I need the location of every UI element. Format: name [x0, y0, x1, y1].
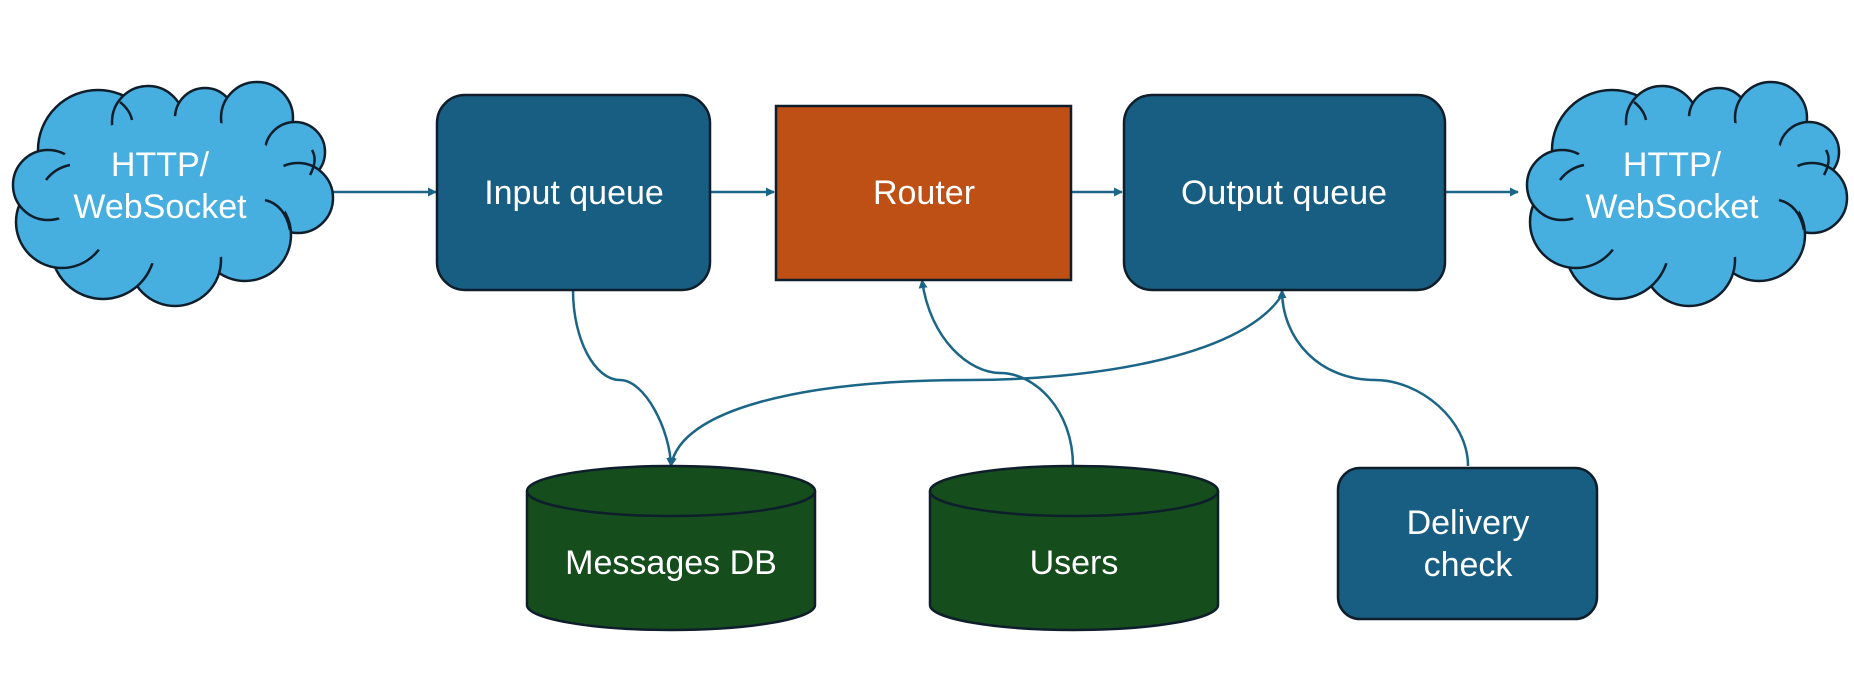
input-queue-label: Input queue	[484, 174, 664, 212]
router-node: Router	[774, 104, 1073, 282]
output-queue-label: Output queue	[1181, 174, 1387, 212]
sink-cloud-label-line1: HTTP/	[1623, 146, 1722, 184]
delivery-check-label-line1: Delivery	[1407, 504, 1530, 542]
sink-cloud-label-line2: WebSocket	[1585, 188, 1759, 226]
delivery-check-label-line2: check	[1424, 546, 1514, 584]
edge-users-to-router	[918, 279, 1075, 467]
router-label: Router	[873, 174, 975, 212]
source-cloud-label-line1: HTTP/	[111, 146, 210, 184]
messages-db-label: Messages DB	[565, 544, 777, 582]
delivery-check-node: Delivery check	[1336, 466, 1599, 621]
messages-db-node: Messages DB	[525, 464, 817, 632]
users-db-label: Users	[1030, 544, 1119, 582]
source-cloud-label-line2: WebSocket	[73, 188, 247, 226]
output-queue-node: Output queue	[1122, 93, 1447, 292]
input-queue-node: Input queue	[435, 93, 712, 292]
users-db-node: Users	[928, 464, 1220, 632]
edge-input-queue-to-messages-db	[571, 289, 676, 467]
edge-delivery-check-to-output-queue	[1277, 289, 1470, 467]
edge-output-queue-to-messages-db	[667, 294, 1284, 467]
source-cloud: HTTP/ WebSocket	[11, 80, 335, 308]
sink-cloud: HTTP/ WebSocket	[1525, 80, 1849, 308]
